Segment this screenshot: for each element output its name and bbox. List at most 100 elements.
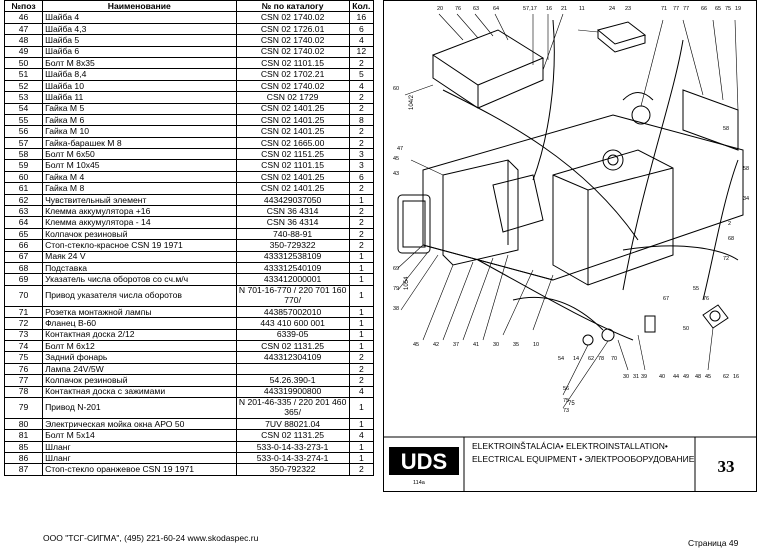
row-qty: 1	[348, 339, 375, 353]
row-qty: 2	[348, 125, 375, 138]
row-pos: 55	[3, 113, 44, 127]
row-name: Колпачок резиновый	[42, 374, 237, 387]
callout-label: 50	[683, 326, 689, 332]
row-name: Задний фонарь	[42, 351, 237, 364]
row-qty: 1	[348, 250, 375, 264]
row-catalog: CSN 02 1740.02	[235, 45, 350, 58]
row-name: Болт М 6х50	[42, 148, 237, 161]
row-catalog: CSN 02 1151.25	[235, 148, 350, 161]
callout-label: 72	[723, 256, 729, 262]
row-pos: 76	[3, 362, 44, 376]
row-catalog	[235, 362, 350, 376]
row-qty: 4	[348, 429, 375, 442]
callout-label: 68	[728, 236, 734, 242]
row-catalog: CSN 02 1401.25	[235, 125, 350, 138]
row-pos: 68	[3, 261, 44, 275]
row-catalog: CSN 36 4314	[235, 205, 350, 218]
row-pos: 80	[3, 417, 44, 431]
row-name: Шланг	[42, 440, 237, 454]
row-name: Привод указателя числа оборотов	[42, 284, 237, 307]
row-name: Гайка М 5	[42, 102, 237, 115]
callout-label: 45	[413, 342, 419, 348]
row-catalog: 740-88-91	[235, 227, 350, 241]
row-name: Гайка М 8	[42, 182, 237, 195]
row-qty: 3	[348, 159, 375, 172]
callout-label: 40	[659, 374, 665, 380]
row-pos: 52	[3, 79, 44, 93]
callout-label: 14	[573, 356, 579, 362]
callout-label: 55	[693, 286, 699, 292]
callout-label: 39	[641, 374, 647, 380]
callout-label: 37	[453, 342, 459, 348]
row-name: Колпачок резиновый	[42, 227, 237, 241]
row-name: Стоп-стекло-красное CSN 19 1971	[42, 239, 237, 252]
callout-label: 62	[588, 356, 594, 362]
row-catalog: 443312304109	[235, 351, 350, 364]
row-catalog: CSN 02 1740.02	[235, 11, 350, 24]
row-pos: 75	[3, 351, 44, 364]
leader-lines	[397, 13, 739, 409]
row-pos: 63	[3, 205, 44, 218]
row-qty: 12	[348, 45, 375, 58]
callout-label: 57,17	[523, 6, 537, 12]
row-catalog: CSN 02 1740.02	[235, 34, 350, 47]
row-catalog: CSN 02 1702.21	[235, 68, 350, 81]
row-name: Гайка М 10	[42, 125, 237, 138]
row-name: Контактная доска с зажимами	[42, 385, 237, 398]
callout-label: 78	[598, 356, 604, 362]
header-qty: Кол.	[348, 0, 375, 13]
row-qty: 2	[348, 182, 375, 195]
row-qty: 2	[348, 91, 375, 104]
vertical-label: 1054	[404, 276, 410, 290]
row-qty: 1	[348, 305, 375, 319]
sheet-number: 33	[718, 457, 735, 476]
row-pos: 70	[3, 284, 44, 307]
row-name: Контактная доска 2/12	[42, 328, 237, 341]
row-qty: 1	[348, 284, 375, 307]
row-catalog: CSN 02 1131.25	[235, 429, 350, 442]
row-qty: 16	[348, 11, 375, 24]
table-header-row: №поз Наименование № по каталогу Кол.	[3, 0, 375, 13]
callout-label: 65	[715, 6, 721, 12]
row-pos: 71	[3, 305, 44, 319]
row-pos: 49	[3, 45, 44, 58]
callout-label: 41	[473, 342, 479, 348]
row-qty: 1	[348, 193, 375, 207]
callout-label: 75	[563, 398, 569, 404]
row-pos: 65	[3, 227, 44, 241]
row-name: Розетка монтажной лампы	[42, 305, 237, 319]
callout-label: 45	[393, 156, 399, 162]
row-catalog: CSN 02 1131.25	[235, 339, 350, 353]
row-qty: 1	[348, 317, 375, 330]
logo-text: UDS	[401, 449, 447, 474]
row-catalog: 54.26.390-1	[235, 374, 350, 387]
row-qty: 2	[348, 374, 375, 387]
row-catalog: 443319900800	[235, 385, 350, 398]
row-pos: 79	[3, 396, 44, 419]
row-qty: 1	[348, 452, 375, 465]
row-catalog: CSN 02 1401.25	[235, 182, 350, 195]
row-qty: 2	[348, 216, 375, 229]
row-qty: 2	[348, 239, 375, 252]
row-name: Чувствительный элемент	[42, 193, 237, 207]
row-catalog: N 701-16-770 / 220 701 160 770/	[235, 284, 350, 307]
row-name: Маяк 24 V	[42, 250, 237, 264]
